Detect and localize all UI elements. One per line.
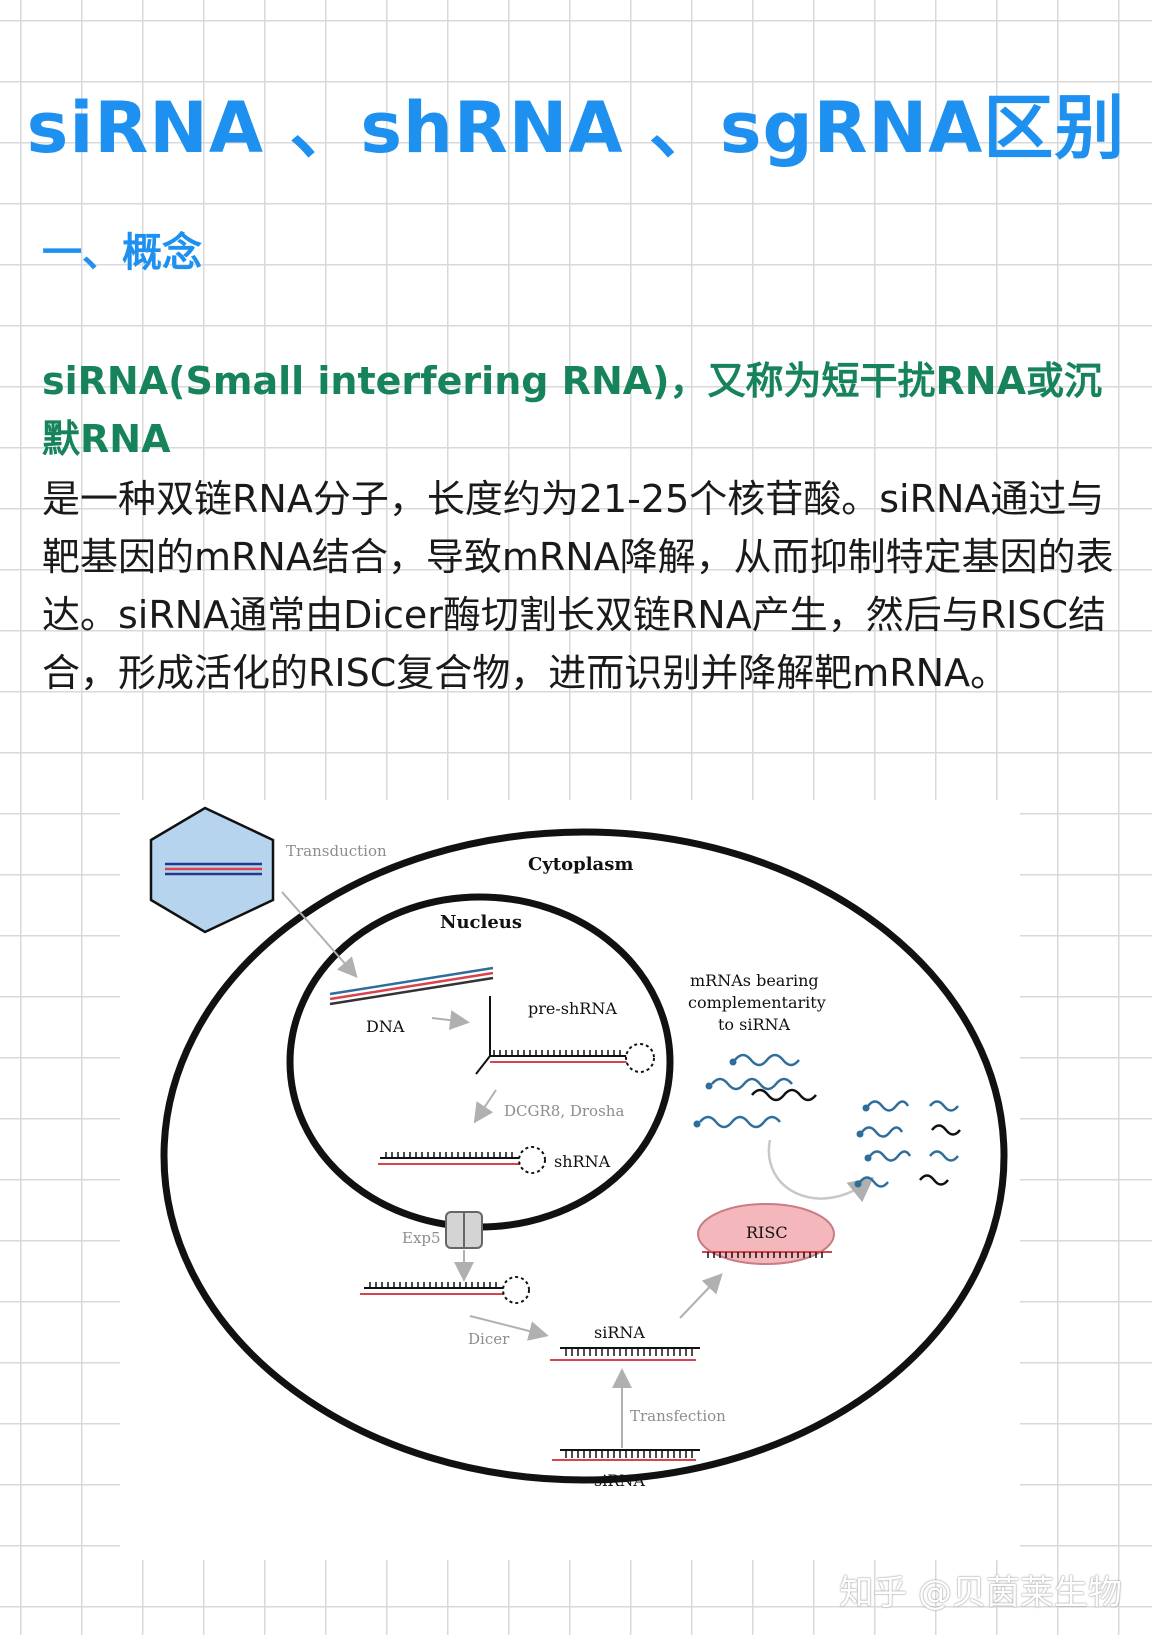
- sirna-duplex-bottom: [552, 1449, 700, 1461]
- cell-membrane: [160, 828, 1008, 1484]
- label-nucleus: Nucleus: [440, 912, 522, 933]
- sirna-pathway-diagram: Transduction Cytoplasm Nucleus DNA pre-s…: [0, 800, 1152, 1560]
- label-mrnas-2: complementarity: [688, 993, 826, 1012]
- intact-mrnas: [693, 1053, 817, 1129]
- label-cytoplasm: Cytoplasm: [528, 854, 633, 875]
- label-sirna-mid: siRNA: [594, 1323, 645, 1342]
- label-mrnas-3: to siRNA: [718, 1015, 791, 1034]
- cytoplasmic-shrna: [360, 1276, 530, 1304]
- description-paragraph: 是一种双链RNA分子，长度约为21-25个核苷酸。siRNA通过与靶基因的mRN…: [42, 477, 1114, 695]
- label-dna: DNA: [366, 1017, 405, 1036]
- label-transduction: Transduction: [286, 842, 387, 860]
- label-dicer: Dicer: [468, 1330, 510, 1348]
- label-sirna-bottom: siRNA: [594, 1471, 645, 1490]
- section-heading: 一、概念: [42, 230, 202, 276]
- pre-shrna-hairpin: [490, 1043, 655, 1073]
- page-title: siRNA 、shRNA 、sgRNA区别: [26, 87, 1126, 169]
- label-shrna: shRNA: [554, 1152, 611, 1171]
- shrna-hairpin: [378, 1146, 546, 1174]
- label-mrnas-1: mRNAs bearing: [690, 971, 819, 990]
- label-dcgr8-drosha: DCGR8, Drosha: [504, 1102, 624, 1120]
- label-risc: RISC: [746, 1223, 788, 1242]
- term-definition: siRNA(Small interfering RNA)，又称为短干扰RNA或沉…: [42, 359, 1102, 461]
- watermark: 知乎 @贝茵莱生物: [839, 1573, 1122, 1613]
- degraded-mrnas: [854, 1100, 961, 1188]
- sirna-duplex-mid: [550, 1347, 700, 1361]
- label-transfection: Transfection: [630, 1407, 726, 1425]
- risc-complex: [697, 1203, 835, 1265]
- label-exp5: Exp5: [402, 1229, 441, 1247]
- label-pre-shrna: pre-shRNA: [528, 999, 617, 1018]
